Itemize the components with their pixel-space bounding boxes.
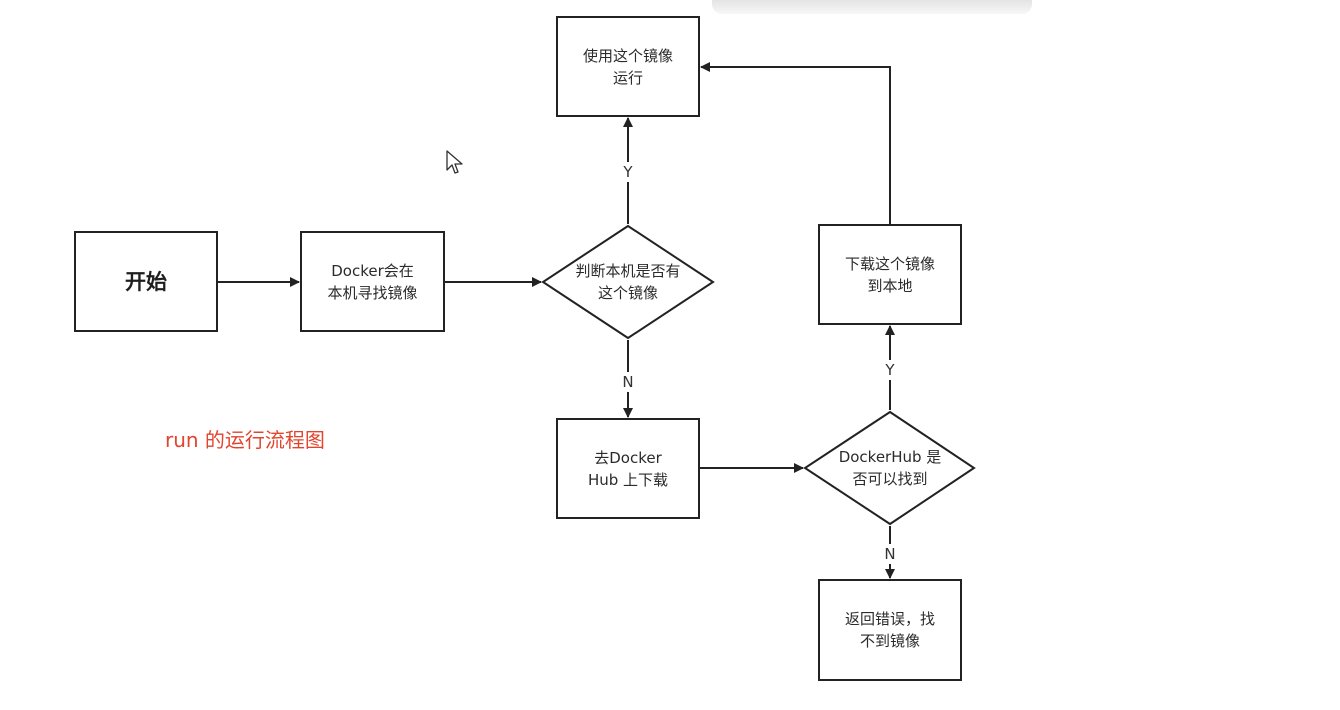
edge-label-hub-yes: Y bbox=[880, 360, 900, 380]
return-error-label: 返回错误，找 不到镜像 bbox=[844, 610, 935, 650]
download-local-label: 下载这个镜像 到本地 bbox=[844, 254, 935, 295]
run-image-box bbox=[556, 16, 700, 117]
check-local-diamond bbox=[541, 224, 715, 340]
run-image-label: 使用这个镜像 运行 bbox=[582, 46, 673, 87]
start-label: 开始 bbox=[125, 269, 167, 294]
edge-label-local-yes: Y bbox=[618, 162, 638, 182]
edge-label-hub-no: N bbox=[880, 544, 900, 564]
docker-local-search-label: Docker会在 本机寻找镜像 bbox=[327, 261, 418, 302]
go-dockerhub-label: 去Docker Hub 上下载 bbox=[587, 448, 669, 489]
edge-label-local-no: N bbox=[618, 372, 638, 392]
return-error-box bbox=[818, 579, 962, 681]
check-local-label: 判断本机是否有 这个镜像 bbox=[575, 262, 681, 302]
check-hub-label: DockerHub 是 否可以找到 bbox=[838, 448, 942, 488]
diagram-caption: run 的运行流程图 bbox=[165, 428, 325, 452]
mouse-cursor-icon bbox=[446, 150, 463, 174]
window-shadow bbox=[712, 0, 1032, 14]
docker-local-search-box bbox=[300, 231, 445, 332]
edge-download-to-run bbox=[700, 62, 891, 225]
check-hub-diamond bbox=[803, 410, 976, 526]
